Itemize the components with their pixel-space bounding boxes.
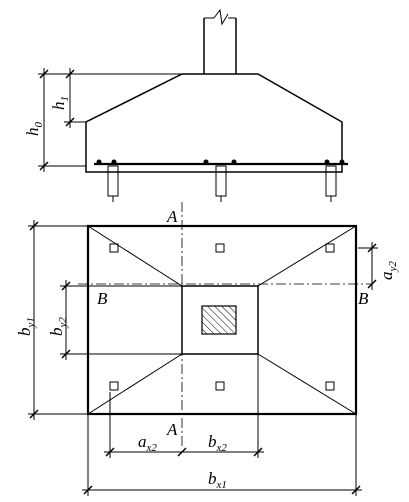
elevation-view: h0 h1 xyxy=(23,8,348,202)
column-section xyxy=(201,305,237,335)
dimension-h1 xyxy=(64,68,86,128)
label-by1: by1 xyxy=(15,317,37,336)
dimension-h0 xyxy=(38,68,182,172)
dimension-bx1 xyxy=(82,414,362,496)
plan-view: A A B B by1 by2 xyxy=(15,202,399,496)
dimension-ay2 xyxy=(358,242,378,290)
column-stub xyxy=(203,8,237,74)
label-h1: h1 xyxy=(49,96,71,110)
piles xyxy=(107,165,337,202)
dimension-by2 xyxy=(60,280,182,360)
ridge-lines xyxy=(87,225,357,415)
dimension-by1 xyxy=(28,220,88,420)
rebar-dots xyxy=(96,159,345,165)
label-h0: h0 xyxy=(23,122,45,137)
dimension-ax2-bx2 xyxy=(104,354,264,458)
footing-elevation-outline xyxy=(85,73,343,173)
section-label-a-bottom: A xyxy=(166,420,178,439)
section-label-b-right: B xyxy=(358,289,369,308)
label-ax2: ax2 xyxy=(138,432,157,454)
label-bx2: bx2 xyxy=(208,432,227,454)
section-label-b-left: B xyxy=(97,289,108,308)
section-label-a-top: A xyxy=(166,207,178,226)
label-bx1: bx1 xyxy=(208,469,227,491)
label-by2: by2 xyxy=(47,317,69,336)
label-ay2: ay2 xyxy=(377,261,399,280)
footing-plan-outline xyxy=(86,224,358,416)
pile-squares xyxy=(109,243,335,391)
